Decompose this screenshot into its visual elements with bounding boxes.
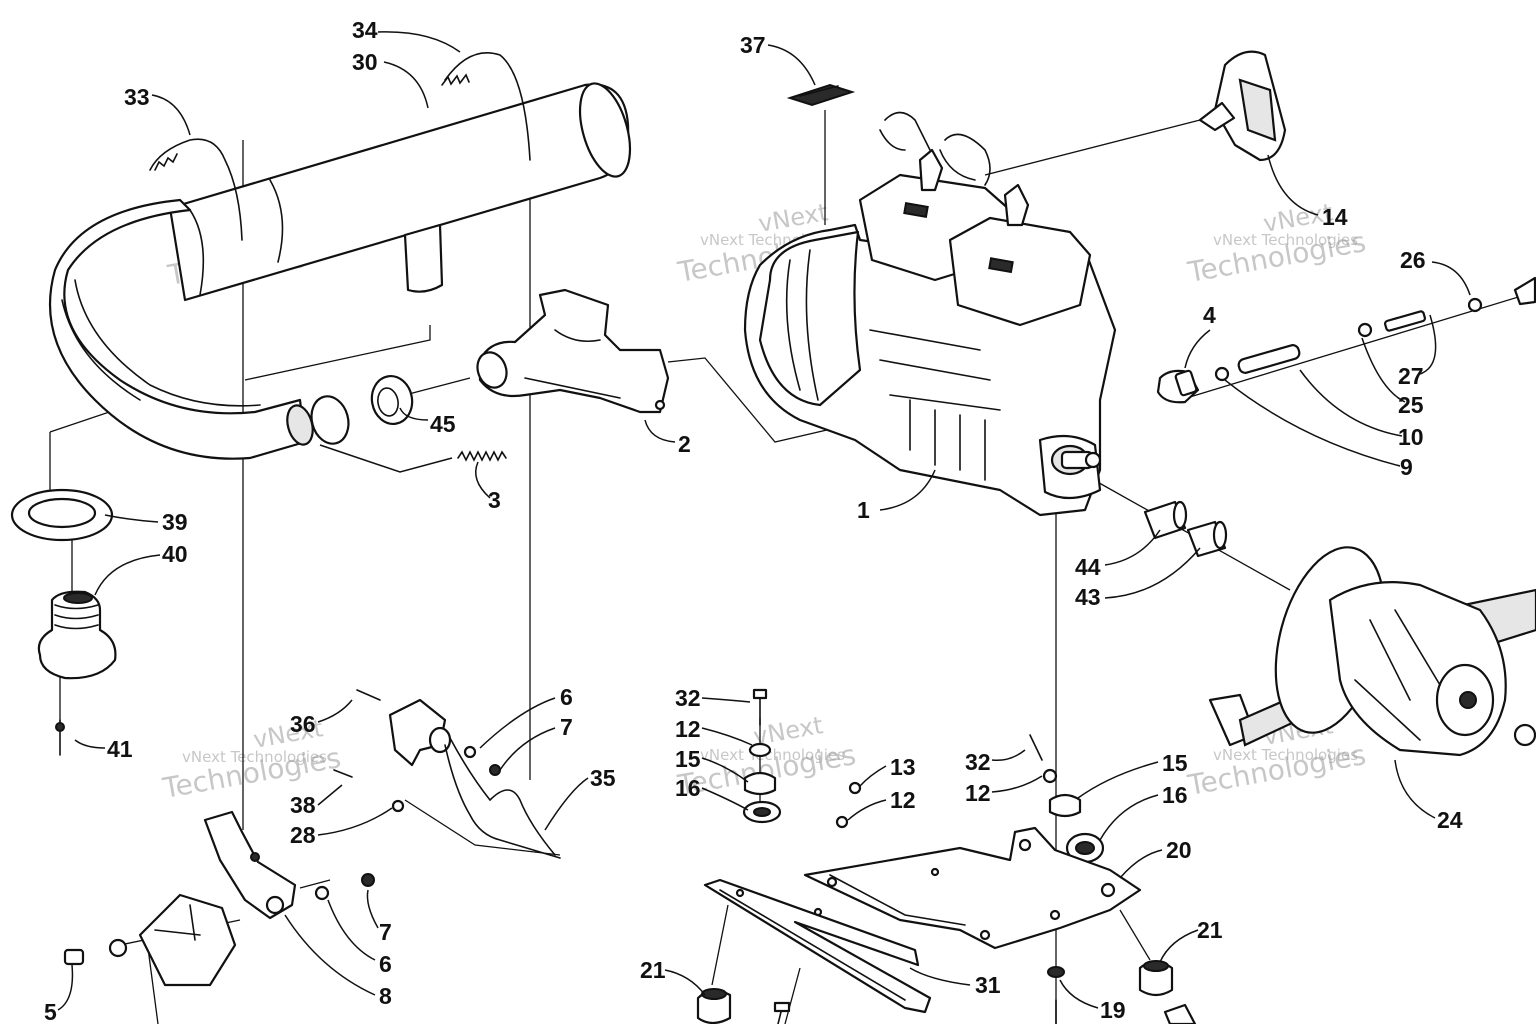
rail-part-31 (703, 878, 932, 1014)
callout-21: 21 (1197, 917, 1223, 943)
watermark-text: vNext Technologies (700, 746, 845, 764)
drive-clutch-part-24 (1208, 546, 1536, 757)
callout-20: 20 (1166, 837, 1192, 863)
callout-41: 41 (107, 736, 133, 762)
callout-25: 25 (1398, 392, 1424, 418)
exhaust-pipe (48, 198, 350, 460)
callout-1: 1 (857, 497, 870, 523)
callout-32: 32 (675, 685, 701, 711)
callout-26: 26 (1400, 247, 1426, 273)
callout-45: 45 (430, 411, 456, 437)
callout-16: 16 (1162, 782, 1188, 808)
muffler-part-30 (168, 82, 632, 302)
callout-labels: 34 30 33 37 14 26 4 27 25 10 9 45 2 3 1 … (44, 17, 1463, 1024)
callout-34: 34 (352, 17, 378, 43)
callout-40: 40 (162, 541, 188, 567)
callout-16: 16 (675, 775, 701, 801)
spring-part-3 (319, 444, 507, 473)
seal-ring-part-45 (370, 375, 414, 425)
callout-13: 13 (890, 754, 916, 780)
callout-39: 39 (162, 509, 188, 535)
callout-32: 32 (965, 749, 991, 775)
callout-19: 19 (1100, 997, 1126, 1023)
callout-4: 4 (1203, 302, 1216, 328)
callout-36: 36 (290, 711, 316, 737)
callout-12: 12 (890, 787, 916, 813)
callout-28: 28 (290, 822, 316, 848)
callout-37: 37 (740, 32, 766, 58)
decal-part-37 (786, 83, 856, 107)
bracket-part-8 (63, 810, 375, 987)
callout-15: 15 (1162, 750, 1188, 776)
mount-hardware-center (742, 688, 1105, 864)
spacers-43-44 (1143, 500, 1228, 558)
boot-assembly-39-40-41 (10, 488, 117, 756)
assembly-centerlines (49, 110, 1526, 1024)
callout-2: 2 (678, 431, 691, 457)
callout-44: 44 (1075, 554, 1101, 580)
callout-12: 12 (675, 716, 701, 742)
springs-33-34 (149, 51, 531, 241)
watermark-text: vNext Technologies (182, 748, 327, 766)
callout-9: 9 (1400, 454, 1413, 480)
recoil-handle-part-14 (1198, 50, 1287, 162)
callout-35: 35 (590, 765, 616, 791)
rubber-mounts-19-21 (696, 960, 1197, 1024)
engine-part-1 (743, 111, 1117, 517)
watermark-text: vNext Technologies (1213, 231, 1358, 249)
callout-27: 27 (1398, 363, 1424, 389)
callout-21: 21 (640, 957, 666, 983)
callout-12: 12 (965, 780, 991, 806)
bracket-cable-35-36-38 (333, 689, 561, 859)
callout-3: 3 (488, 487, 501, 513)
callout-5: 5 (44, 999, 57, 1024)
exhaust-manifold-part-2 (476, 288, 670, 414)
callout-33: 33 (124, 84, 150, 110)
callout-7: 7 (379, 919, 392, 945)
callout-8: 8 (379, 983, 392, 1009)
callout-leaders (57, 31, 1471, 1011)
callout-24: 24 (1437, 807, 1463, 833)
watermark-text: vNext Technologies (1213, 746, 1358, 764)
callout-7: 7 (560, 714, 573, 740)
callout-15: 15 (675, 746, 701, 772)
engine-plate-part-20 (803, 826, 1142, 950)
callout-6: 6 (379, 951, 392, 977)
mount-hardware-right (1156, 276, 1536, 404)
callout-14: 14 (1322, 204, 1348, 230)
callout-30: 30 (352, 49, 378, 75)
callout-10: 10 (1398, 424, 1424, 450)
callout-38: 38 (290, 792, 316, 818)
callout-31: 31 (975, 972, 1001, 998)
callout-6: 6 (560, 684, 573, 710)
callout-43: 43 (1075, 584, 1101, 610)
